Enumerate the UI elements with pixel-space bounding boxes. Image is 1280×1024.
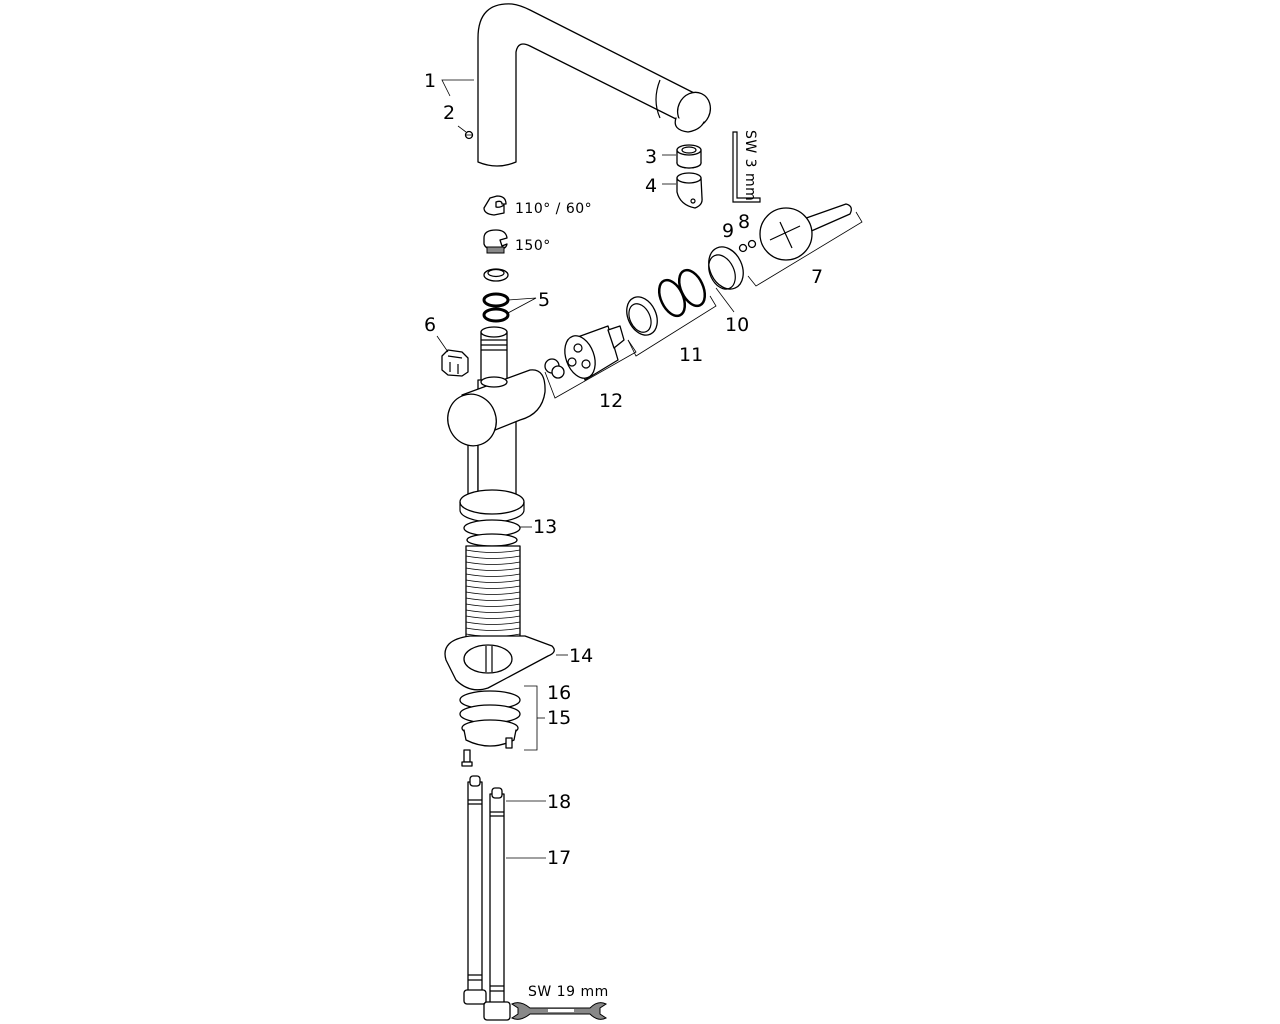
label-9: 9	[722, 220, 734, 242]
threaded-shank	[465, 545, 521, 641]
angle-limiter-110-60: 110° / 60°	[483, 195, 592, 217]
angle-limiter-150: 150°	[483, 229, 551, 254]
label-8: 8	[738, 211, 750, 233]
label-16: 16	[547, 682, 571, 704]
seal-ring-part-13	[463, 519, 521, 547]
angle-limiter-label-1: 110° / 60°	[515, 201, 592, 217]
aerator-part-3	[676, 144, 702, 169]
screw-part-9	[738, 243, 748, 253]
leader-lines	[436, 79, 863, 859]
label-5: 5	[538, 289, 550, 311]
label-2: 2	[443, 102, 455, 124]
aerator-housing-part-4	[676, 172, 703, 209]
angle-limiter-label-2: 150°	[515, 238, 551, 254]
label-13: 13	[533, 516, 557, 538]
spout-part-1	[477, 3, 712, 167]
label-17: 17	[547, 847, 571, 869]
label-14: 14	[569, 645, 593, 667]
ring-part-11	[626, 268, 707, 336]
cap-ring-part-10	[708, 246, 744, 290]
fixing-set-part-15-16	[459, 690, 521, 749]
label-1: 1	[424, 70, 436, 92]
mixer-body	[447, 326, 546, 523]
label-15: 15	[547, 707, 571, 729]
supply-hoses-part-17-18	[463, 775, 511, 1021]
mounting-plate-part-14	[444, 635, 555, 691]
label-10: 10	[725, 314, 749, 336]
label-3: 3	[645, 146, 657, 168]
screw	[461, 749, 473, 767]
label-18: 18	[547, 791, 571, 813]
handle-part-7	[759, 203, 852, 261]
grub-screw-part-2	[464, 130, 474, 140]
label-12: 12	[599, 390, 623, 412]
wrench-icon: SW 19 mm	[511, 984, 609, 1020]
wrench-label: SW 19 mm	[528, 984, 609, 1000]
part-labels: 1 2 3 4 5 6 7 8 9 10 11 12 13 14 16 15 1…	[424, 70, 823, 869]
label-11: 11	[679, 344, 703, 366]
label-7: 7	[811, 266, 823, 288]
label-4: 4	[645, 175, 657, 197]
clip-part-6	[441, 349, 469, 377]
label-6: 6	[424, 314, 436, 336]
cap-part-8	[747, 239, 757, 249]
allen-key-label: SW 3 mm	[742, 130, 758, 201]
allen-key-icon: SW 3 mm	[732, 130, 761, 203]
cartridge-part-12	[544, 325, 625, 381]
o-rings-part-5	[482, 268, 510, 323]
